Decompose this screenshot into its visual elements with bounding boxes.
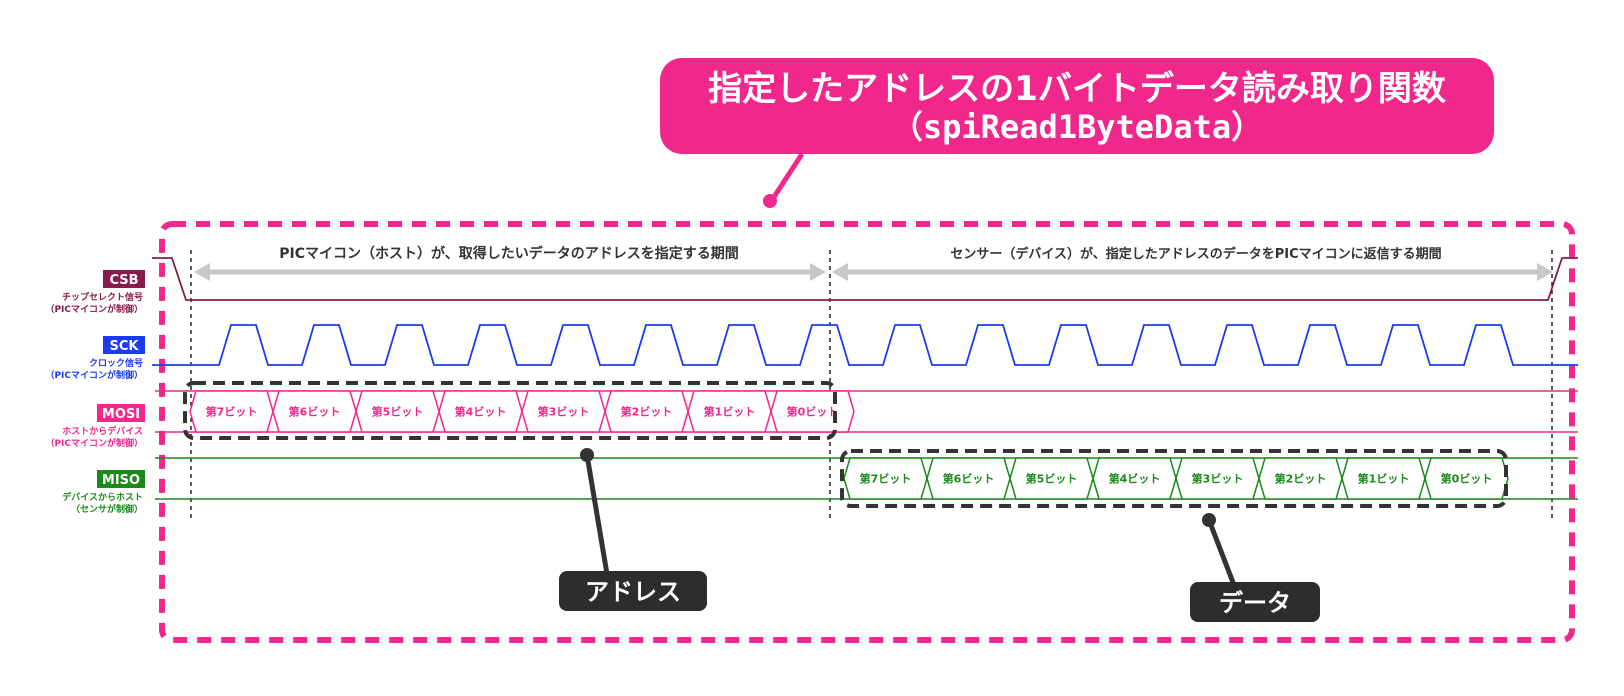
mosi-desc-2: （PICマイコンが制御） [45, 437, 143, 449]
data-callout-label: データ [1219, 589, 1291, 617]
csb-label: CSB チップセレクト信号 （PICマイコンが制御） [45, 270, 145, 315]
mosi-bit-label: 第6ビット [289, 405, 341, 419]
mosi-bit-label: 第3ビット [538, 405, 590, 419]
sck-tag: SCK [110, 339, 140, 354]
miso-desc-2: （センサが制御） [71, 503, 143, 515]
sck-desc-2: （PICマイコンが制御） [45, 369, 143, 381]
miso-label: MISO デバイスからホスト （センサが制御） [62, 470, 145, 515]
mosi-bit-label: 第1ビット [704, 405, 756, 419]
mosi-label: MOSI ホストからデバイス （PICマイコンが制御） [45, 404, 145, 449]
mosi-desc-1: ホストからデバイス [62, 425, 143, 437]
data-period-label: センサー（デバイス）が、指定したアドレスのデータをPICマイコンに返信する期間 [950, 246, 1441, 262]
data-period-arrow [832, 263, 1553, 281]
address-callout-label: アドレス [585, 578, 681, 606]
csb-waveform [152, 257, 1578, 301]
csb-desc-1: チップセレクト信号 [62, 291, 143, 303]
csb-desc-2: （PICマイコンが制御） [45, 303, 143, 315]
mosi-bit-label: 第7ビット [206, 405, 258, 419]
csb-tag: CSB [109, 273, 138, 288]
data-bits-group [840, 449, 1508, 508]
sck-waveform [152, 324, 1578, 366]
mosi-bit-cells: 第7ビット 第6ビット 第5ビット 第4ビット 第3ビット 第2ビット 第1ビット 第0ビット [189, 390, 855, 433]
miso-bit-cell [1424, 457, 1509, 500]
sck-desc-1: クロック信号 [89, 357, 143, 369]
title-pointer-line [769, 152, 805, 202]
address-bits-group [183, 381, 837, 440]
mosi-tag: MOSI [102, 407, 140, 422]
title-line2: （spiRead1ByteData） [891, 108, 1263, 146]
miso-bit-label: 第1ビット [1358, 472, 1410, 486]
address-period-arrow [194, 263, 826, 281]
address-period-label: PICマイコン（ホスト）が、取得したいデータのアドレスを指定する期間 [279, 245, 738, 262]
title-pointer-dot [763, 194, 777, 208]
address-callout-box [559, 571, 707, 611]
title-line1: 指定したアドレスの1バイトデータ読み取り関数 [708, 69, 1446, 109]
miso-tag: MISO [102, 473, 140, 488]
data-callout-box [1190, 582, 1320, 622]
miso-bit-label: 第6ビット [943, 472, 995, 486]
mosi-bit-label: 第5ビット [372, 405, 424, 419]
miso-bit-label: 第7ビット [860, 472, 912, 486]
mosi-bit-label: 第0ビット [787, 405, 839, 419]
miso-bit-label: 第5ビット [1026, 472, 1078, 486]
miso-bit-cells: 第7ビット 第6ビット 第5ビット 第4ビット 第3ビット 第2ビット 第1ビット 第0ビット [843, 457, 1509, 500]
miso-bit-label: 第4ビット [1109, 472, 1161, 486]
miso-bit-label: 第0ビット [1441, 472, 1493, 486]
miso-desc-1: デバイスからホスト [62, 491, 143, 503]
title-banner [660, 58, 1494, 154]
mosi-bit-label: 第2ビット [621, 405, 673, 419]
mosi-bit-label: 第4ビット [455, 405, 507, 419]
address-callout-line [584, 454, 610, 575]
miso-bit-label: 第2ビット [1275, 472, 1327, 486]
data-callout-line [1206, 519, 1237, 586]
sck-label: SCK クロック信号 （PICマイコンが制御） [45, 336, 145, 381]
miso-bit-label: 第3ビット [1192, 472, 1244, 486]
